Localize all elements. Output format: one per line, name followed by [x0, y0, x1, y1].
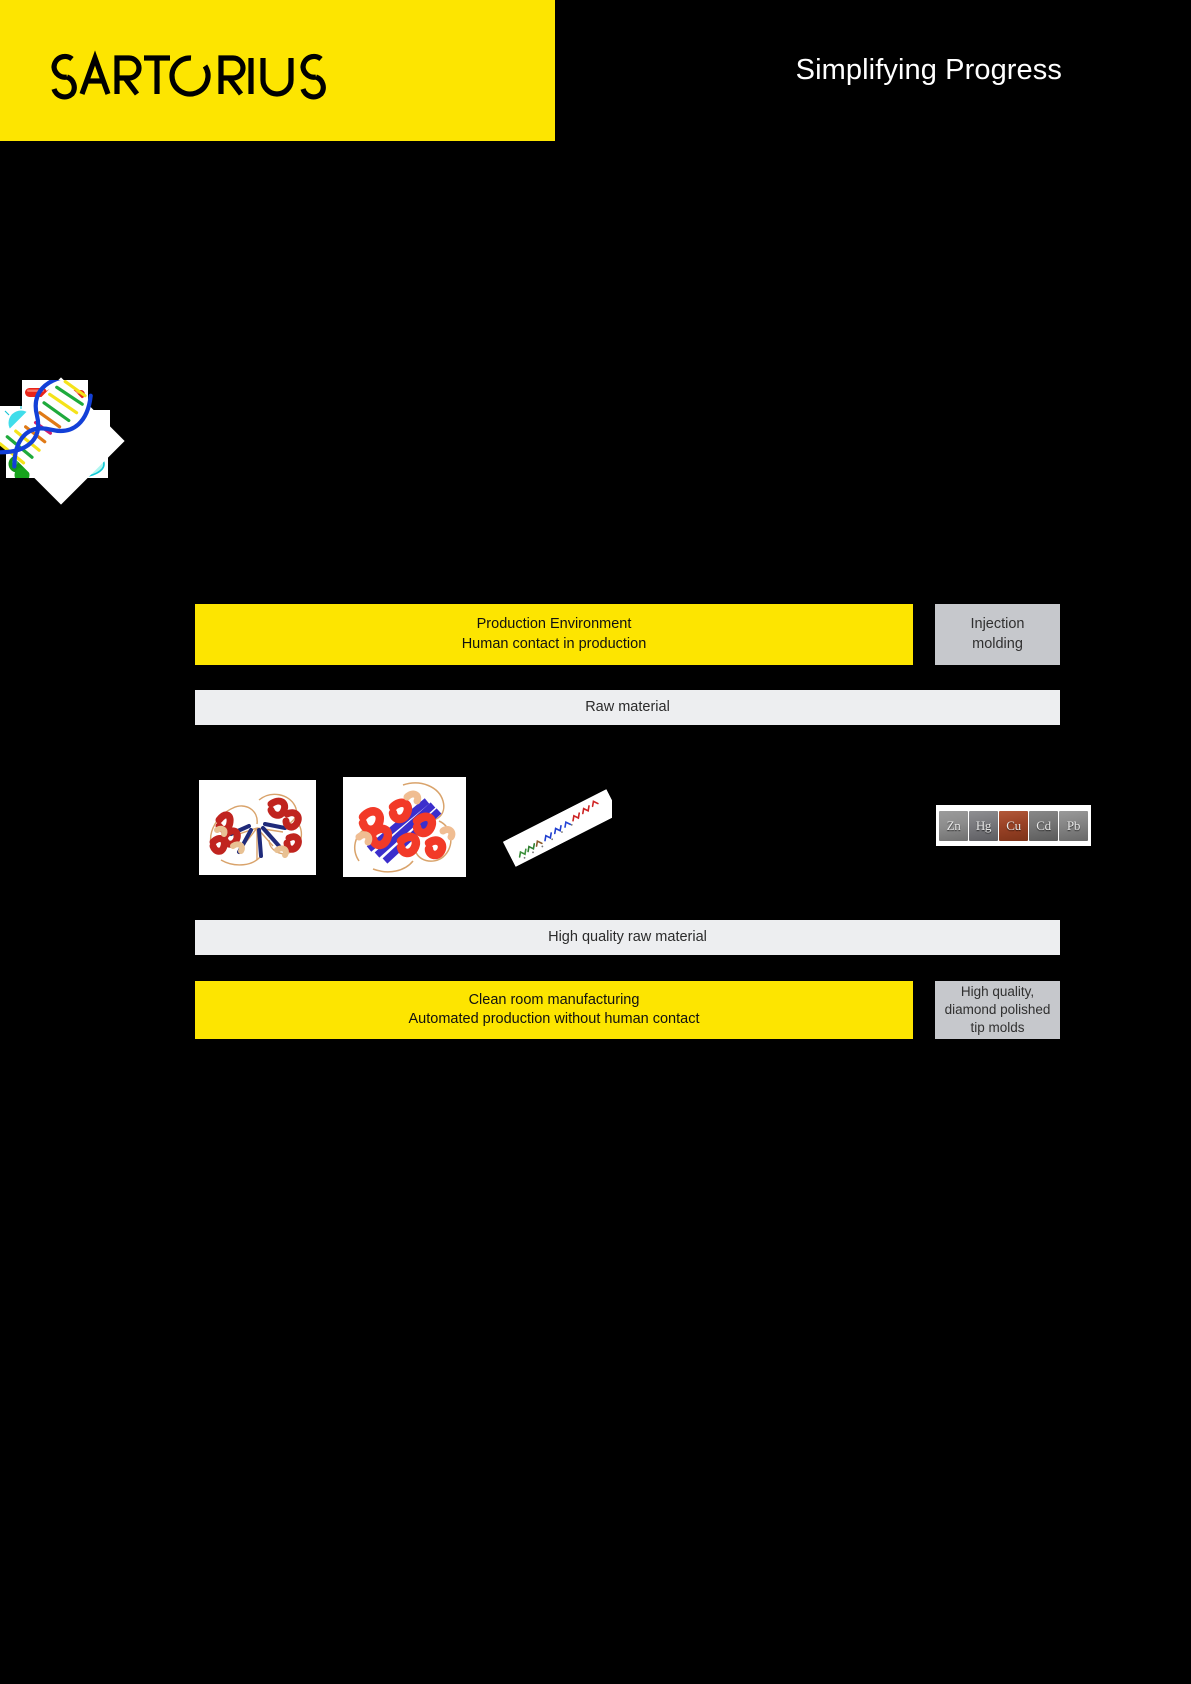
element-block-hg: Hg — [969, 811, 998, 841]
element-symbol: Pb — [1066, 818, 1081, 833]
clean-room-line-2: Automated production without human conta… — [408, 1011, 700, 1027]
element-symbol: Cu — [1006, 818, 1021, 833]
element-block-zn: Zn — [939, 811, 968, 841]
high-quality-raw-material-bar: High quality raw material — [195, 920, 1060, 955]
tagline: Simplifying Progress — [795, 54, 1062, 86]
element-block-cd: Cd — [1029, 811, 1058, 841]
raw-material-label: Raw material — [585, 698, 670, 715]
production-environment-line-1: Production Environment — [476, 616, 632, 633]
peptide-chain-image — [497, 784, 612, 872]
element-symbol: Cd — [1036, 818, 1051, 833]
element-block-row: Zn Hg Cu Cd Pb — [939, 811, 1088, 841]
production-environment-bar: Production Environment Human contact in … — [195, 604, 913, 665]
element-block-pb: Pb — [1059, 811, 1088, 841]
tip-molds-line-2: diamond polished — [944, 1002, 1051, 1018]
clean-room-line-1: Clean room manufacturing — [468, 991, 640, 1008]
protein-structure-1-image — [199, 780, 316, 875]
dna-helix-image — [0, 377, 125, 600]
sartorius-logo — [45, 44, 330, 100]
science-image-strip: Zn Hg Cu Cd Pb — [0, 377, 1191, 877]
element-symbol: Hg — [975, 818, 992, 833]
high-quality-raw-material-label: High quality raw material — [548, 928, 707, 945]
clean-room-manufacturing-bar: Clean room manufacturing Automated produ… — [195, 981, 913, 1039]
tip-molds-line-1: High quality, — [960, 984, 1035, 1000]
metal-elements-image: Zn Hg Cu Cd Pb — [936, 805, 1091, 846]
injection-molding-box: Injection molding — [935, 604, 1060, 665]
injection-molding-line-2: molding — [972, 635, 1023, 652]
element-symbol: Zn — [946, 818, 961, 833]
tip-molds-line-3: tip molds — [970, 1019, 1025, 1035]
injection-molding-line-1: Injection — [970, 616, 1025, 633]
tip-molds-box: High quality, diamond polished tip molds — [935, 981, 1060, 1039]
element-block-cu: Cu — [999, 811, 1028, 841]
protein-structure-2-image — [343, 777, 466, 877]
production-environment-line-2: Human contact in production — [461, 635, 647, 652]
raw-material-bar: Raw material — [195, 690, 1060, 725]
